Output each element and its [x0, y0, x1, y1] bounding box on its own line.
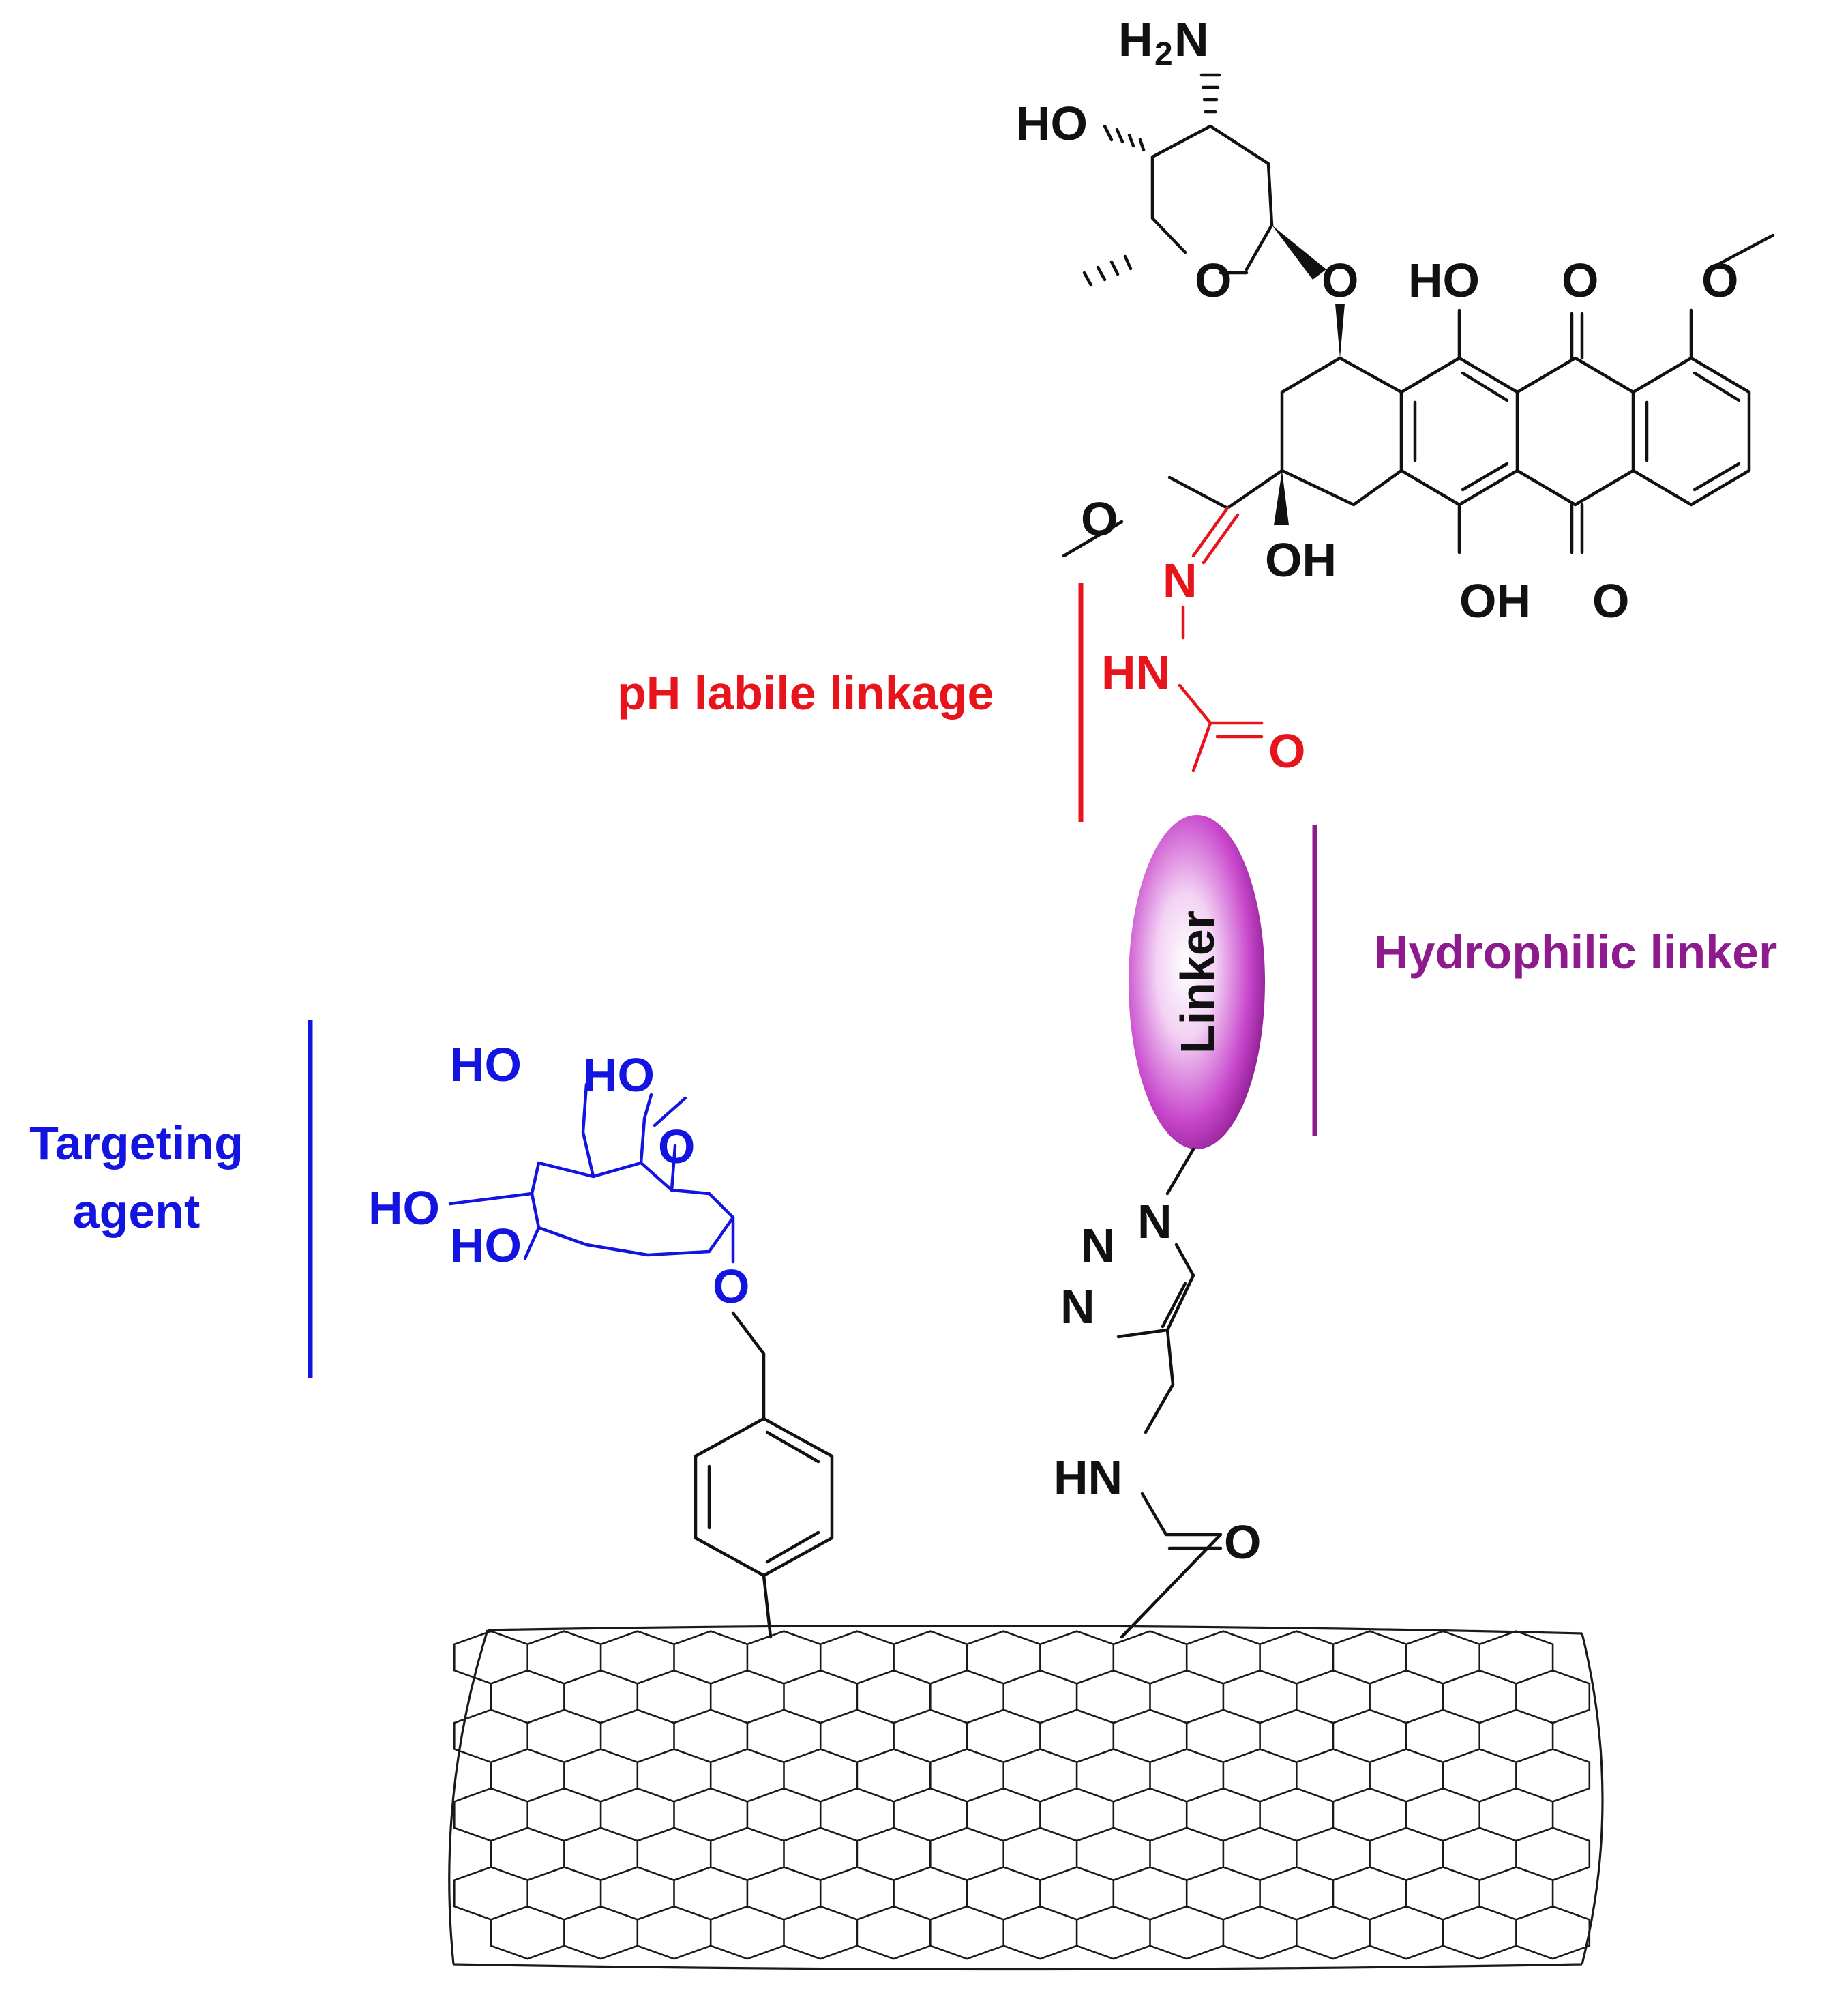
- targeting-label-line1: Targeting: [29, 1116, 243, 1170]
- triazole-double: [1161, 1282, 1187, 1329]
- triazole-to-amide: [1120, 1328, 1223, 1639]
- methyl-hash: [1082, 254, 1133, 287]
- ring-c-bonds: [1515, 356, 1635, 507]
- ho-top: HO: [1408, 254, 1480, 307]
- tube-outline: [448, 1624, 1604, 1971]
- mannose-targeting-agent: [308, 1020, 834, 1639]
- mannose-ho4: HO: [450, 1219, 522, 1272]
- hydrazide-o: O: [1268, 724, 1305, 778]
- triazole-amide-tether: [1116, 1147, 1223, 1639]
- hydrazide-hn: HN: [1101, 646, 1170, 699]
- benzyl-linker: [731, 1311, 766, 1421]
- glycosidic-wedge: [1272, 225, 1326, 280]
- linker-text: Linker: [1171, 911, 1224, 1054]
- amine-n: N: [1174, 13, 1209, 66]
- linker-ellipse: Linker: [1129, 815, 1317, 1149]
- ph-labile-label: pH labile linkage: [617, 666, 994, 720]
- hydrazone-bonds: [1178, 506, 1264, 773]
- glycosidic-o: O: [1322, 254, 1358, 307]
- methoxy-o: O: [1701, 254, 1738, 307]
- methoxy-bonds: [1689, 233, 1775, 360]
- tube-hexagons: [453, 1630, 1591, 1960]
- benzene-ring: [694, 1417, 834, 1578]
- benzene-double: [707, 1430, 820, 1564]
- mannose-substituents: [448, 1082, 735, 1264]
- sugar-ring-o: O: [1195, 254, 1232, 307]
- triazole-n1: N: [1137, 1195, 1172, 1248]
- ring-b-double: [1413, 371, 1509, 492]
- mannose-o: O: [713, 1260, 749, 1313]
- carbon-nanotube: [448, 1624, 1604, 1971]
- oh-mid: OH: [1265, 533, 1337, 587]
- mannose-extra-bonds: [653, 1096, 687, 1192]
- mannose-ho3: HO: [368, 1181, 440, 1234]
- side-ether-o: O: [1081, 492, 1118, 546]
- ring-a-bonds: [1280, 356, 1403, 507]
- benzene-to-tube: [762, 1573, 773, 1639]
- amide-hn: HN: [1054, 1451, 1122, 1504]
- triazole-n2: N: [1081, 1219, 1116, 1272]
- c9-oh-wedge: [1274, 471, 1289, 525]
- ketone-top: [1570, 312, 1584, 360]
- ho-hash: [1103, 124, 1146, 152]
- atom-labels-black: H 2 N HO O O HO O O O OH OH O N N N HN O: [1016, 13, 1738, 1569]
- doxorubicin-structure: [1062, 73, 1775, 558]
- sugar-ho: HO: [1016, 97, 1088, 150]
- amine-subscript: 2: [1154, 36, 1173, 72]
- mannose-ho1: HO: [450, 1038, 522, 1091]
- ketone-top-o: O: [1562, 254, 1598, 307]
- anomeric-wedge: [1335, 304, 1345, 358]
- ring-d-bonds: [1631, 356, 1751, 507]
- atom-labels-blue: HO HO O HO HO O: [368, 1038, 749, 1313]
- sugar-ring-bonds: [1150, 124, 1274, 275]
- ketone-bottom: [1570, 503, 1584, 554]
- ring-d-double: [1645, 371, 1741, 492]
- triazole-ring: [1116, 1243, 1195, 1339]
- oh-bottom: OH: [1459, 574, 1531, 627]
- mannose-ho2: HO: [583, 1048, 655, 1101]
- atom-labels-red: N HN O: [1101, 554, 1305, 778]
- hydrophilic-label: Hydrophilic linker: [1374, 926, 1777, 979]
- amide-o: O: [1224, 1515, 1261, 1569]
- sugar-ring-o-bond: [1245, 223, 1274, 271]
- ketone-bottom-o: O: [1592, 574, 1629, 627]
- triazole-n3: N: [1060, 1280, 1095, 1333]
- targeting-label-line2: agent: [73, 1185, 200, 1238]
- ring-b-bonds: [1399, 356, 1519, 507]
- amine-hash: [1199, 73, 1221, 114]
- mannose-ring: [530, 1161, 735, 1257]
- hydrazone-linkage: [1078, 506, 1264, 822]
- linker-to-triazole: [1165, 1147, 1195, 1196]
- mannose-ring-o: O: [658, 1120, 695, 1173]
- amine-h: H: [1118, 13, 1153, 66]
- hydrazone-n: N: [1163, 554, 1197, 607]
